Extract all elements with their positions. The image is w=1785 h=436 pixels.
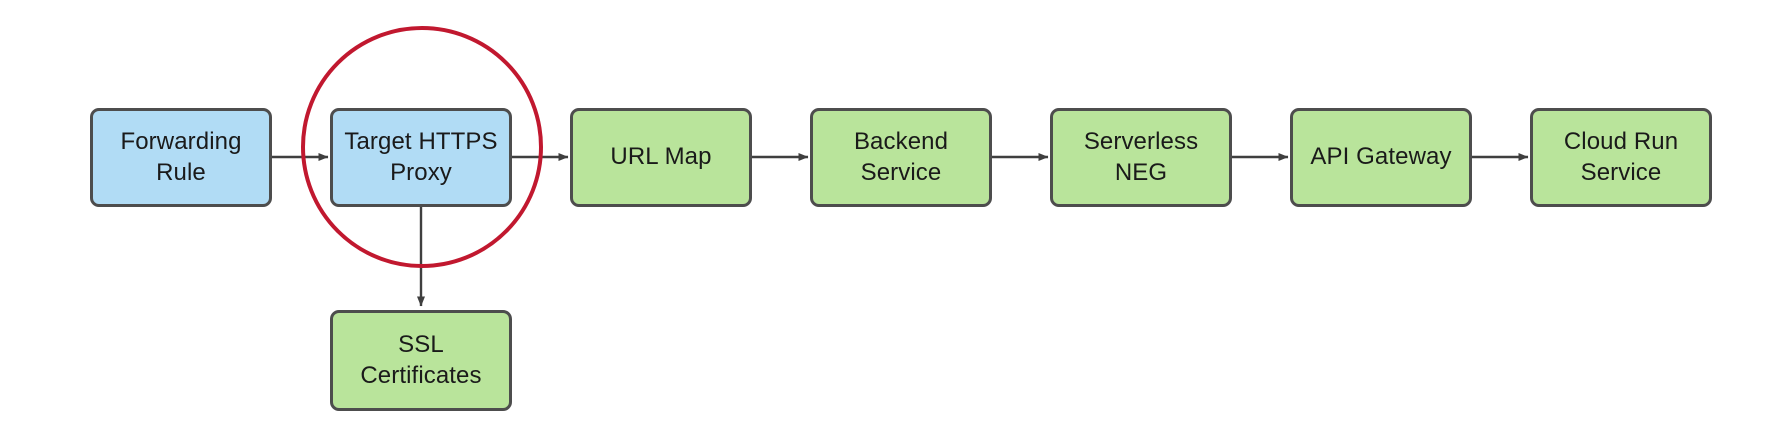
node-target-https-proxy[interactable]: Target HTTPS Proxy bbox=[330, 108, 512, 207]
node-forwarding-rule[interactable]: Forwarding Rule bbox=[90, 108, 272, 207]
node-url-map[interactable]: URL Map bbox=[570, 108, 752, 207]
node-cloud-run-service[interactable]: Cloud Run Service bbox=[1530, 108, 1712, 207]
node-ssl-certificates[interactable]: SSL Certificates bbox=[330, 310, 512, 411]
node-api-gateway[interactable]: API Gateway bbox=[1290, 108, 1472, 207]
node-serverless-neg[interactable]: Serverless NEG bbox=[1050, 108, 1232, 207]
node-backend-service[interactable]: Backend Service bbox=[810, 108, 992, 207]
